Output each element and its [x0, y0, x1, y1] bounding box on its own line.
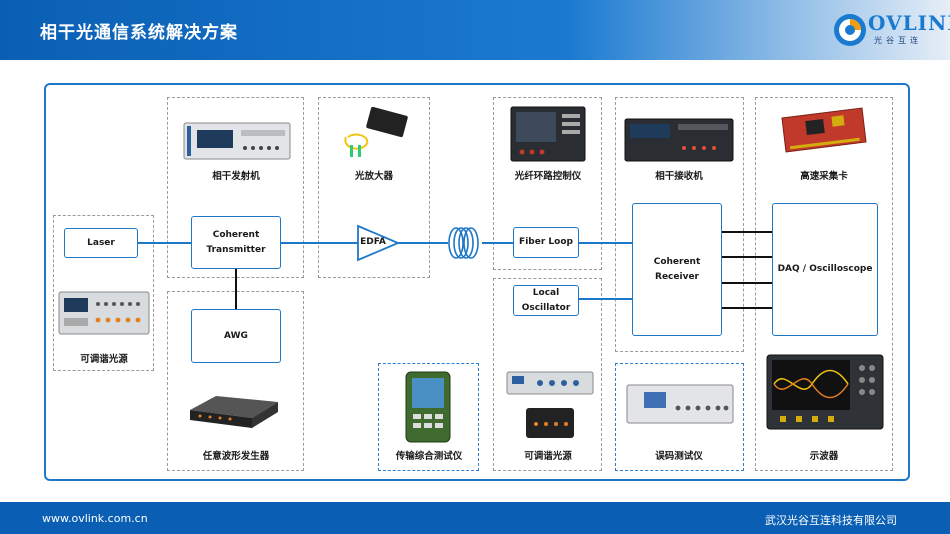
caption-tunable-source-right: 可调谐光源 [524, 451, 572, 462]
oscilloscope-device-icon [766, 354, 884, 430]
link-rx-daq-4 [721, 307, 773, 309]
group-daq-oscilloscope [755, 97, 893, 471]
caption-daq-card: 高速采集卡 [800, 171, 848, 182]
transmission-tester-device-icon [405, 371, 451, 443]
group-local-oscillator [493, 278, 602, 471]
caption-transmission-tester: 传输综合测试仪 [395, 451, 463, 462]
page-title: 相干光通信系统解决方案 [40, 23, 238, 43]
link-tx-edfa [281, 242, 358, 244]
caption-amplifier: 光放大器 [354, 171, 393, 182]
awg-box: AWG [191, 309, 281, 363]
local-oscillator-box: Local Oscillator [513, 285, 579, 316]
coherent-receiver-device-icon [624, 118, 734, 162]
caption-oscilloscope: 示波器 [809, 451, 839, 462]
caption-bert: 误码测试仪 [655, 451, 703, 462]
ovlink-logo [834, 14, 866, 46]
tunable-source-device-icon [506, 371, 594, 438]
daq-card-device-icon [781, 107, 867, 153]
caption-fiber-loop-controller: 光纤环路控制仪 [514, 171, 582, 182]
header-bar [0, 0, 950, 60]
group-tunable-laser [53, 215, 154, 371]
group-bert [615, 363, 744, 471]
logo-brand: OVLINK [868, 11, 950, 35]
awg-device-icon [190, 396, 278, 428]
caption-tunable-source-left: 可调谐光源 [80, 354, 128, 365]
fiber-loop-box: Fiber Loop [513, 227, 579, 258]
coherent-receiver-box: Coherent Receiver [632, 203, 722, 336]
logo-subtitle: 光谷互连 [874, 36, 922, 45]
coherent-transmitter-box: Coherent Transmitter [191, 216, 281, 269]
coherent-transmitter-device-icon [183, 122, 291, 160]
link-rx-daq-2 [721, 256, 773, 258]
footer-url-link[interactable]: www.ovlink.com.cn [42, 512, 148, 525]
link-tx-awg [235, 269, 237, 309]
link-fiber-loop [482, 242, 514, 244]
group-coherent-receiver [615, 97, 744, 352]
edfa-amplifier-symbol [357, 224, 400, 262]
link-rx-daq-1 [721, 231, 773, 233]
fiber-coil-icon [448, 227, 479, 259]
link-laser-tx [138, 242, 192, 244]
optical-amplifier-device-icon [344, 107, 408, 157]
group-amplifier [318, 97, 430, 278]
caption-coherent-rx: 相干接收机 [655, 171, 703, 182]
footer-bar [0, 502, 950, 534]
footer-company-name: 武汉光谷互连科技有限公司 [765, 514, 897, 527]
caption-coherent-tx: 相干发射机 [212, 171, 260, 182]
group-transmission-tester [378, 363, 479, 471]
group-fiber-loop [493, 97, 602, 270]
link-rx-daq-3 [721, 282, 773, 284]
daq-oscilloscope-box: DAQ / Oscilloscope [772, 203, 878, 336]
diagram-frame [44, 83, 910, 481]
bert-device-icon [626, 384, 734, 424]
caption-awg-device: 任意波形发生器 [202, 451, 270, 462]
tunable-laser-device-icon [58, 291, 150, 335]
fiber-loop-controller-device-icon [510, 106, 586, 162]
link-lo-receiver [579, 298, 633, 300]
edfa-label: EDFA [360, 237, 386, 247]
laser-box: Laser [64, 228, 138, 258]
link-loop-receiver [579, 242, 633, 244]
link-edfa-fiber [398, 242, 448, 244]
